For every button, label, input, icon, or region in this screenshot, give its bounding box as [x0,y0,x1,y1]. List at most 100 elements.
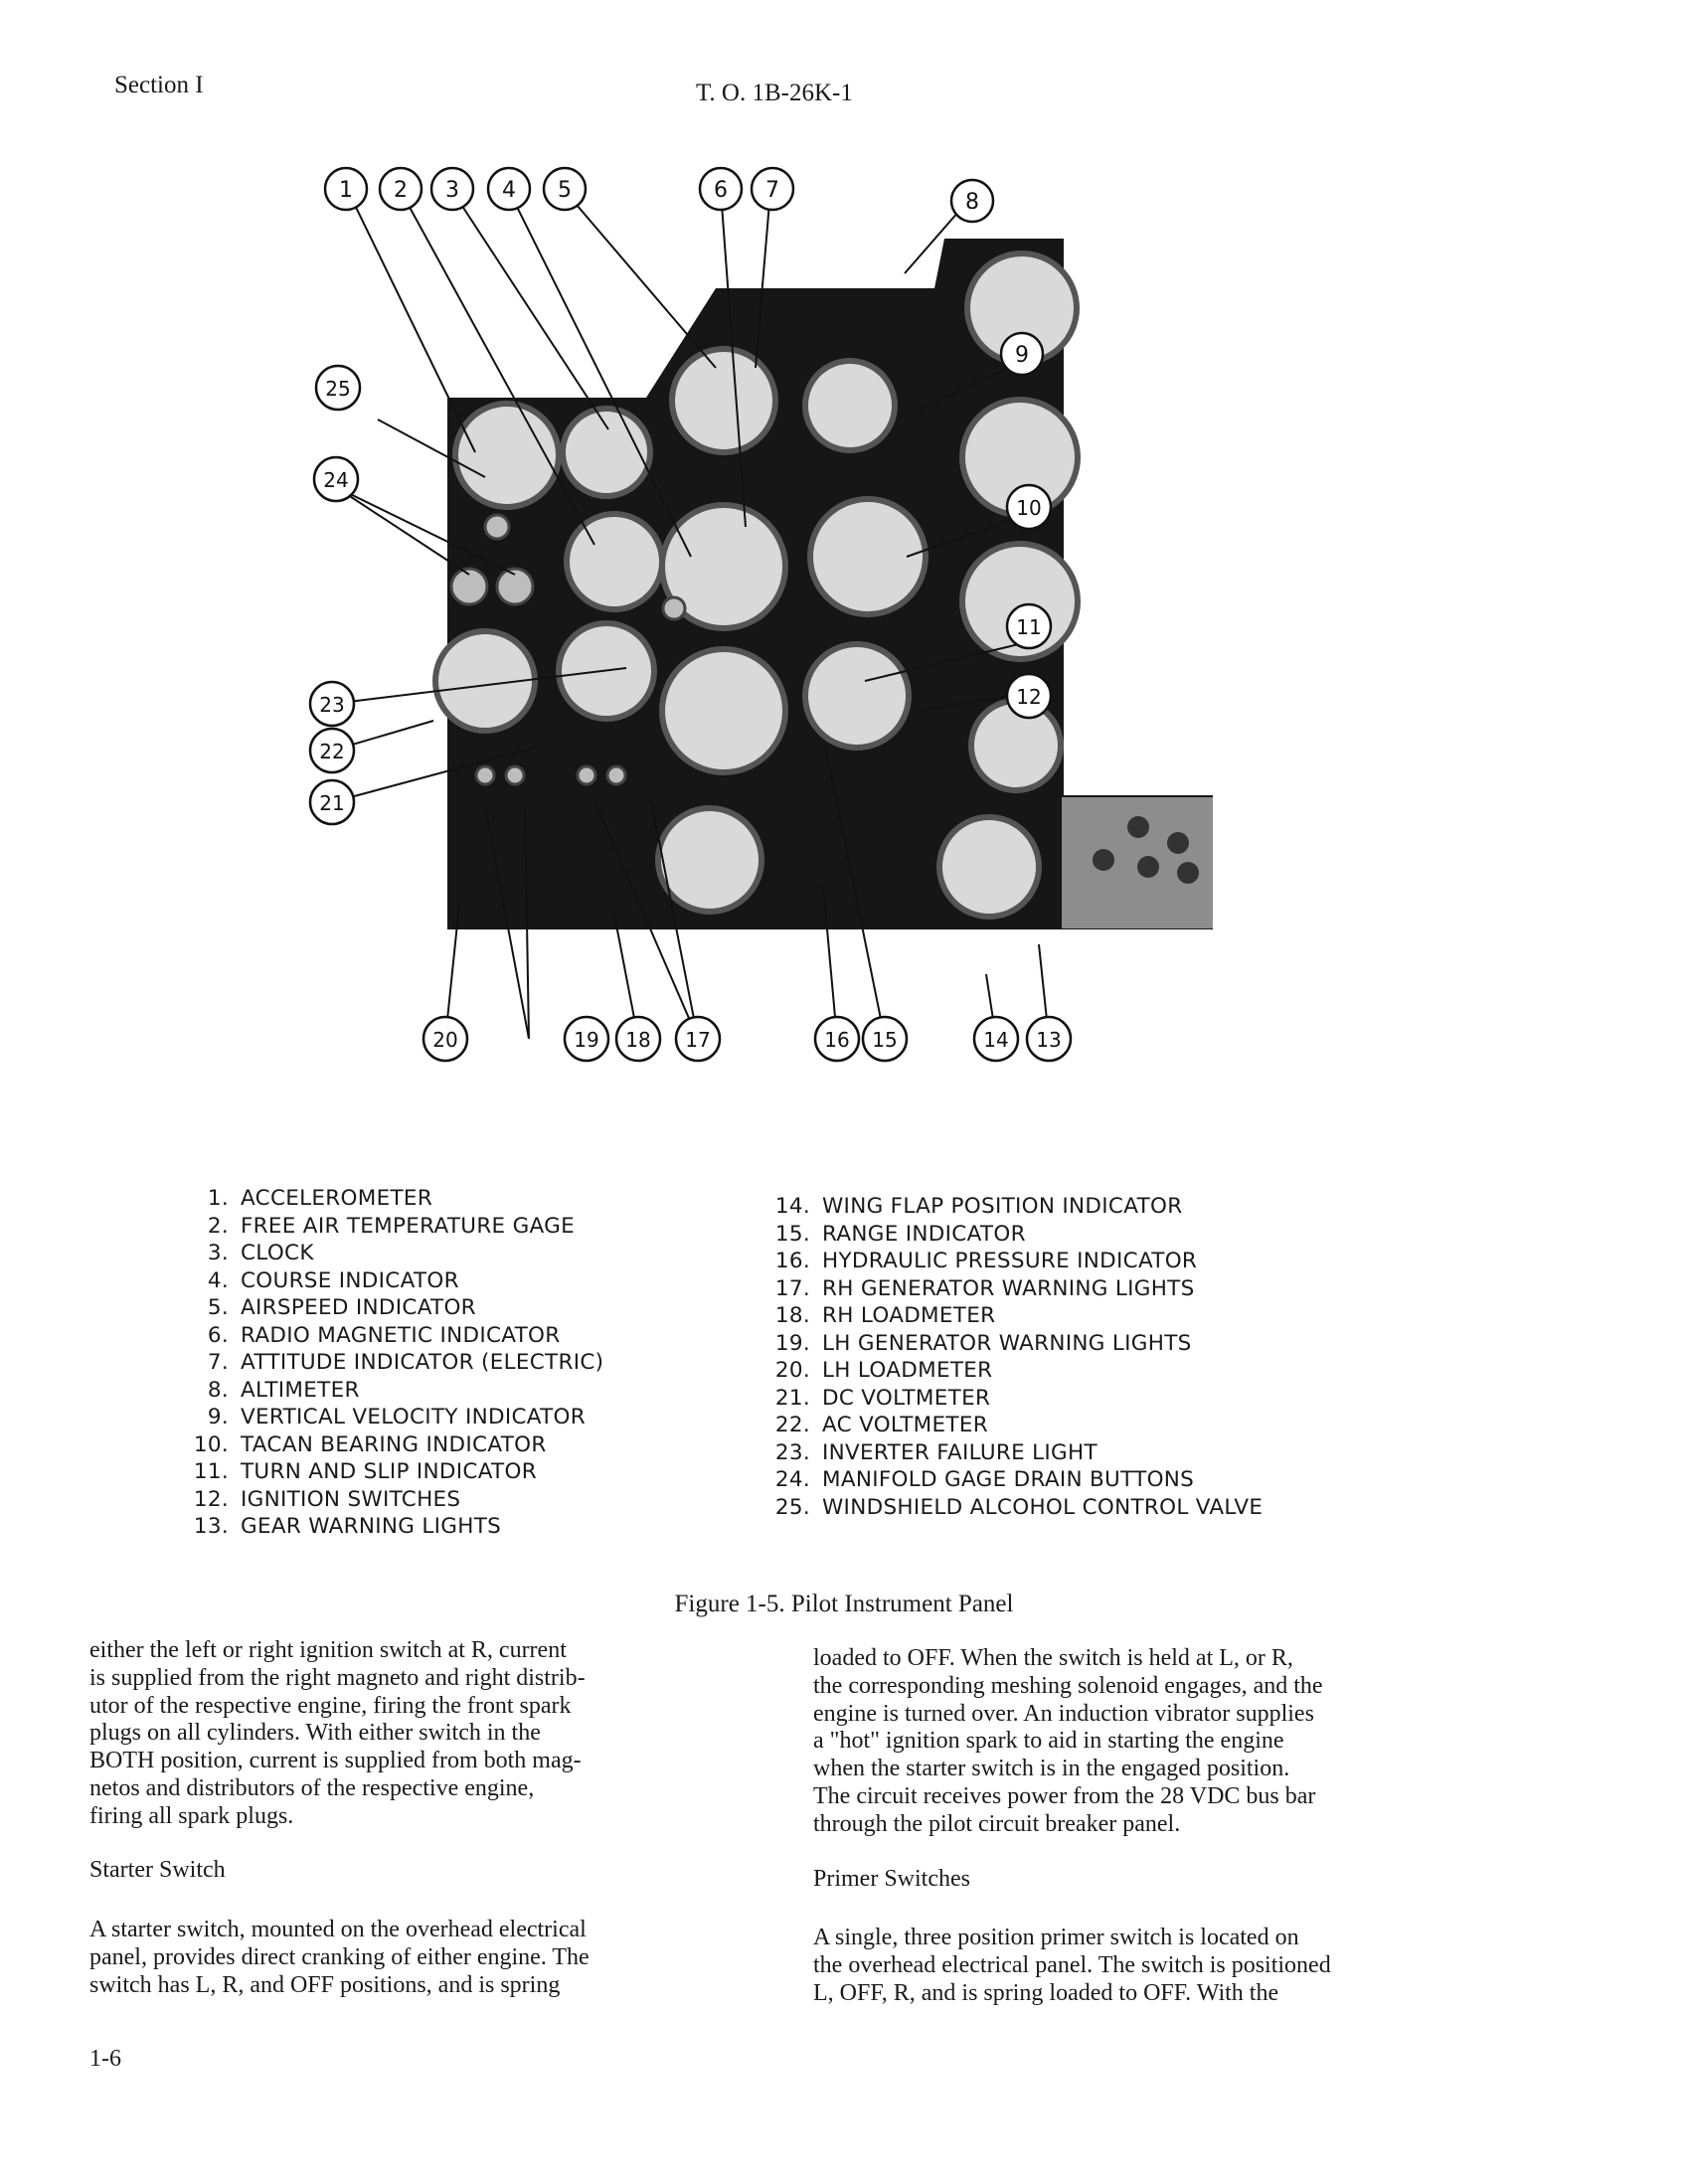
legend-item-label: RANGE INDICATOR [822,1221,1026,1247]
figure-caption: Figure 1-5. Pilot Instrument Panel [674,1591,1014,1617]
right-column-paragraph: loaded to OFF. When the switch is held a… [813,1645,1323,1839]
text-line: panel, provides direct cranking of eithe… [89,1943,590,1970]
callout-15: 15 [861,1015,909,1063]
text-line: when the starter switch is in the engage… [813,1756,1290,1782]
text-line: is supplied from the right magneto and r… [89,1664,586,1691]
svg-text:11: 11 [1016,615,1041,639]
legend-item-label: DC VOLTMETER [822,1385,991,1411]
legend-item-number: 23. [774,1439,810,1465]
text-line: either the left or right ignition switch… [89,1637,567,1663]
svg-text:12: 12 [1016,685,1041,709]
callout-9: 9 [999,331,1045,377]
text-line: The circuit receives power from the 28 V… [813,1782,1316,1809]
legend-item: 9. VERTICAL VELOCITY INDICATOR [179,1404,603,1431]
primer-switches-paragraph: A single, three position primer switch i… [813,1925,1331,2007]
legend-item: 18. RH LOADMETER [760,1302,1263,1330]
legend-item-number: 12. [193,1486,229,1512]
legend-item: 25.WINDSHIELD ALCOHOL CONTROL VALVE [760,1494,1263,1522]
legend-item-number: 5. [207,1295,229,1320]
legend-item-number: 7. [207,1350,229,1375]
callout-6: 6 [698,166,744,212]
svg-text:10: 10 [1016,496,1041,520]
svg-text:4: 4 [502,178,516,203]
legend-item-label: RADIO MAGNETIC INDICATOR [241,1322,561,1348]
legend-item-number: 15. [774,1221,810,1247]
legend-item-label: COURSE INDICATOR [241,1267,459,1293]
text-line: through the pilot circuit breaker panel. [813,1810,1181,1837]
legend-item-number: 4. [207,1267,229,1293]
legend-item-number: 18. [774,1303,810,1328]
legend-item: 16.HYDRAULIC PRESSURE INDICATOR [760,1248,1263,1275]
text-line: the overhead electrical panel. The switc… [813,1951,1331,1978]
instrument-dials [432,251,1081,920]
legend-item: 17.RH GENERATOR WARNING LIGHTS [760,1275,1263,1303]
callout-4: 4 [486,166,532,212]
callout-7: 7 [750,166,795,212]
callout-1: 1 [323,166,369,212]
starter-switch-heading: Starter Switch [89,1857,226,1883]
primer-switches-heading: Primer Switches [813,1866,970,1892]
leader-lines [331,190,1050,1040]
legend-item-label: VERTICAL VELOCITY INDICATOR [241,1405,587,1429]
legend-item-number: 3. [207,1241,229,1265]
text-line: switch has L, R, and OFF positions, and … [89,1971,561,1998]
legend-item-label: INVERTER FAILURE LIGHT [822,1439,1097,1465]
legend-item-number: 10. [193,1431,229,1457]
callout-5: 5 [542,166,588,212]
legend-item-number: 25. [774,1494,810,1520]
callout-20: 20 [422,1015,469,1063]
legend-item-label: RH LOADMETER [822,1303,996,1328]
legend-item-number: 22. [774,1413,810,1437]
callout-19: 19 [563,1015,610,1063]
callout-8: 8 [949,178,995,224]
callout-16: 16 [813,1015,861,1063]
starter-switch-paragraph: A starter switch, mounted on the overhea… [89,1917,590,1999]
svg-text:14: 14 [983,1028,1008,1052]
legend-item-number: 21. [774,1385,810,1411]
legend-item-label: RH GENERATOR WARNING LIGHTS [822,1275,1195,1301]
legend-item: 21. DC VOLTMETER [760,1385,1263,1413]
callout-14: 14 [972,1015,1020,1063]
legend-item-label: ATTITUDE INDICATOR (ELECTRIC) [241,1350,604,1375]
legend-item: 14.WING FLAP POSITION INDICATOR [760,1193,1263,1221]
callout-22: 22 [308,727,356,774]
text-line: L, OFF, R, and is spring loaded to OFF. … [813,1979,1279,2006]
legend-item-label: ALTIMETER [241,1377,360,1403]
legend-item: 3.CLOCK [179,1240,603,1267]
legend-item: 5.AIRSPEED INDICATOR [179,1294,603,1322]
callout-11: 11 [1005,602,1053,650]
legend-item-label: TACAN BEARING INDICATOR [241,1431,547,1457]
svg-text:6: 6 [714,178,728,203]
legend-item-label: WING FLAP POSITION INDICATOR [822,1194,1183,1219]
legend-item-number: 6. [207,1322,229,1348]
legend-item-label: AC VOLTMETER [822,1413,988,1437]
legend-item-number: 13. [193,1514,229,1539]
callout-10: 10 [1005,483,1053,531]
text-line: a "hot" ignition spark to aid in startin… [813,1728,1284,1755]
text-line: utor of the respective engine, firing th… [89,1692,572,1719]
legend-item-number: 9. [207,1405,229,1429]
text-line: engine is turned over. An induction vibr… [813,1700,1314,1727]
legend-item-number: 8. [207,1377,229,1403]
legend-item: 22. AC VOLTMETER [760,1412,1263,1439]
callout-18: 18 [614,1015,662,1063]
svg-text:23: 23 [319,693,344,717]
callout-13: 13 [1025,1015,1073,1063]
text-line: plugs on all cylinders. With either swit… [89,1720,541,1747]
svg-text:3: 3 [445,178,459,203]
instrument-panel-figure: 1 2 3 4 5 6 7 8 9 10 11 12 13 14 15 16 1… [308,166,1213,1063]
svg-text:9: 9 [1015,343,1029,368]
svg-text:22: 22 [319,740,344,763]
callout-21: 21 [308,778,356,826]
text-line: firing all spark plugs. [89,1802,294,1829]
svg-text:21: 21 [319,791,344,815]
legend-item-number: 1. [207,1186,229,1211]
knobs-and-lights [449,513,687,786]
callouts: 1 2 3 4 5 6 7 8 9 10 11 12 13 14 15 16 1… [308,166,1073,1063]
callout-2: 2 [378,166,423,212]
legend-item-number: 2. [207,1213,229,1239]
legend-item-label: GEAR WARNING LIGHTS [241,1514,502,1539]
legend-item: 7. ATTITUDE INDICATOR (ELECTRIC) [179,1349,603,1377]
legend-item-number: 16. [774,1249,810,1273]
